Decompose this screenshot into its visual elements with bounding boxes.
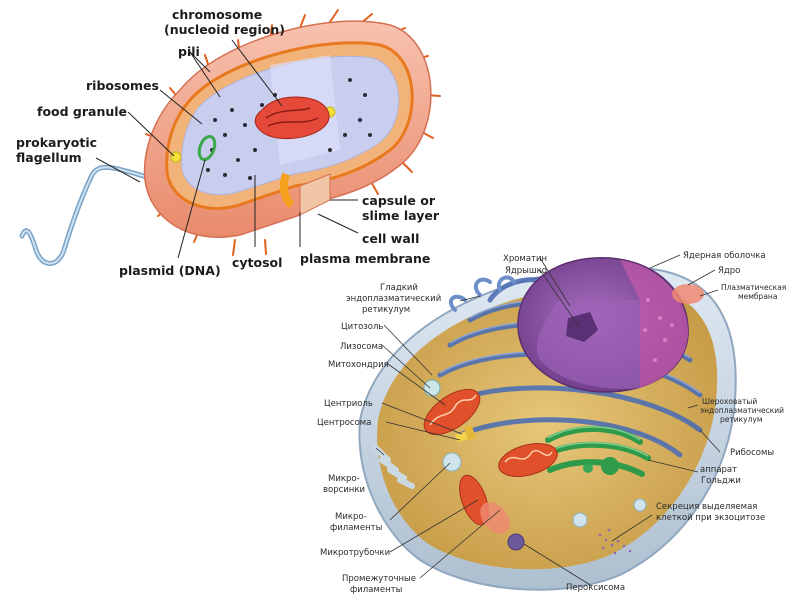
label-ribosomes-ru: Рибосомы bbox=[730, 448, 775, 458]
label-cytosol-ru: Цитозоль bbox=[341, 322, 384, 332]
label-nuclear-envelope: Ядерная оболочка bbox=[683, 251, 766, 261]
label-golgi-1: аппарат bbox=[700, 465, 738, 475]
label-chromosome: chromosome bbox=[172, 7, 263, 22]
label-centrosome: Центросома bbox=[317, 418, 372, 428]
mitochondria bbox=[423, 388, 558, 526]
eukaryote-leaders bbox=[375, 254, 721, 587]
label-slime-layer: slime layer bbox=[362, 208, 439, 223]
prokaryote-flagellum bbox=[19, 164, 161, 266]
label-intermediate-2: филаменты bbox=[350, 585, 403, 595]
label-cell-wall: cell wall bbox=[362, 231, 420, 246]
label-nucleus: Ядро bbox=[718, 266, 741, 276]
label-plasmid: plasmid (DNA) bbox=[119, 263, 221, 278]
label-ribosomes: ribosomes bbox=[86, 78, 159, 93]
label-microtubules: Микротрубочки bbox=[320, 548, 391, 558]
label-golgi-2: Гольджи bbox=[701, 476, 741, 486]
label-secretion-1: Секреция выделяемая bbox=[656, 502, 758, 512]
label-secretion-2: клеткой при экзоцитозе bbox=[656, 513, 766, 523]
label-pili: pili bbox=[178, 44, 200, 59]
label-plasma-membrane-ru-2: мембрана bbox=[738, 292, 778, 301]
label-microfilaments-1: Микро- bbox=[335, 512, 367, 522]
label-microvilli-2: ворсинки bbox=[323, 485, 366, 495]
label-rough-er-3: ретикулум bbox=[720, 415, 763, 424]
label-cytosol: cytosol bbox=[232, 255, 283, 270]
label-prokaryotic: prokaryotic bbox=[16, 135, 98, 150]
label-flagellum: flagellum bbox=[16, 150, 82, 165]
label-capsule: capsule or bbox=[362, 193, 435, 208]
label-peroxisome: Пероксисома bbox=[566, 583, 626, 593]
prokaryote-leaders bbox=[95, 39, 359, 259]
label-smooth-er-1: Гладкий bbox=[380, 283, 418, 293]
label-nucleoid-region: (nucleoid region) bbox=[164, 22, 285, 37]
label-chromatin: Хроматин bbox=[503, 254, 548, 264]
eukaryote-cell bbox=[358, 257, 737, 591]
label-microvilli-1: Микро- bbox=[328, 474, 360, 484]
label-food-granule: food granule bbox=[37, 104, 128, 119]
label-plasma-membrane: plasma membrane bbox=[300, 251, 431, 266]
label-microfilaments-2: филаменты bbox=[330, 523, 383, 533]
label-plasma-membrane-ru-1: Плазматическая bbox=[721, 283, 787, 292]
label-rough-er-2: эндоплазматический bbox=[700, 406, 785, 415]
label-nucleolus: Ядрышко bbox=[505, 266, 548, 276]
label-smooth-er-2: эндоплазматический bbox=[346, 294, 442, 304]
label-intermediate-1: Промежуточные bbox=[342, 574, 416, 584]
label-smooth-er-3: ретикулум bbox=[362, 305, 411, 315]
prokaryote-cell bbox=[143, 9, 441, 256]
label-lysosome: Лизосома bbox=[340, 342, 384, 352]
label-centriole: Центриоль bbox=[324, 399, 373, 409]
label-mitochondrion: Митохондрия bbox=[328, 360, 389, 370]
label-rough-er-1: Шероховатый bbox=[702, 397, 758, 406]
